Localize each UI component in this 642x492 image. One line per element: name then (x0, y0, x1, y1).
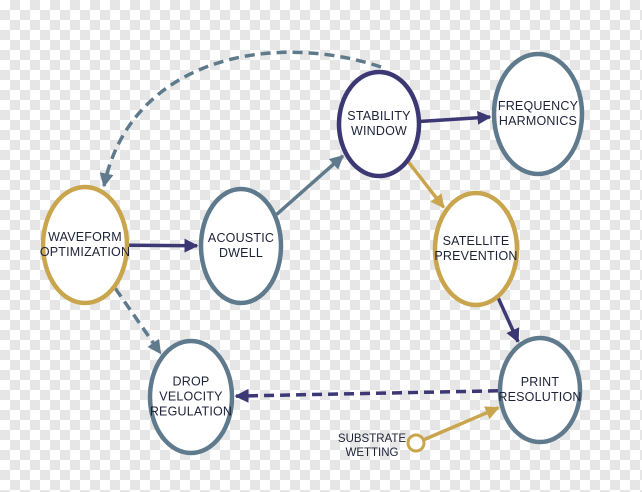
edge-print-to-drop (234, 388, 499, 403)
node-label-line: SATELLITE (443, 234, 510, 248)
node-label-line: DROP (173, 374, 210, 388)
node-ring-substrate (406, 433, 426, 453)
node-label-line: DWELL (219, 246, 263, 260)
node-label-line: OPTIMIZATION (40, 245, 130, 259)
node-label-line: FREQUENCY (498, 99, 579, 113)
node-label-line: WAVEFORM (48, 230, 122, 244)
node-label-line: ACOUSTIC (208, 231, 274, 245)
node-label-line: REGULATION (150, 404, 232, 418)
node-label-line: SUBSTRATE (338, 433, 406, 445)
node-ring-stability (336, 69, 422, 179)
node-ring-frequency (491, 51, 585, 177)
node-label-line: PRINT (521, 375, 560, 389)
node-ring-drop (147, 338, 235, 456)
node-label-line: WETTING (345, 447, 398, 459)
edge-stability-to-frequency (420, 110, 492, 125)
node-label-line: PREVENTION (434, 249, 517, 263)
node-ring-waveform (40, 184, 130, 306)
node-label-line: VELOCITY (159, 389, 223, 403)
node-label-line: RESOLUTION (498, 390, 581, 404)
node-substrate[interactable]: SUBSTRATE WETTING (338, 433, 426, 459)
node-ring-satellite (432, 190, 520, 308)
node-ring-acoustic (198, 186, 284, 306)
edge-waveform-to-drop (113, 287, 162, 355)
node-label-line: WINDOW (351, 124, 407, 138)
edge-satellite-to-print (496, 297, 520, 343)
edge-stability-to-satellite (407, 161, 446, 209)
node-ring-print (497, 335, 583, 445)
edge-substrate-to-print (423, 406, 500, 442)
edges-layer (99, 50, 520, 442)
edge-stability-to-waveform (99, 50, 382, 188)
edge-acoustic-to-stability (275, 154, 345, 216)
node-label-line: STABILITY (347, 109, 411, 123)
node-label-line: HARMONICS (499, 114, 577, 128)
